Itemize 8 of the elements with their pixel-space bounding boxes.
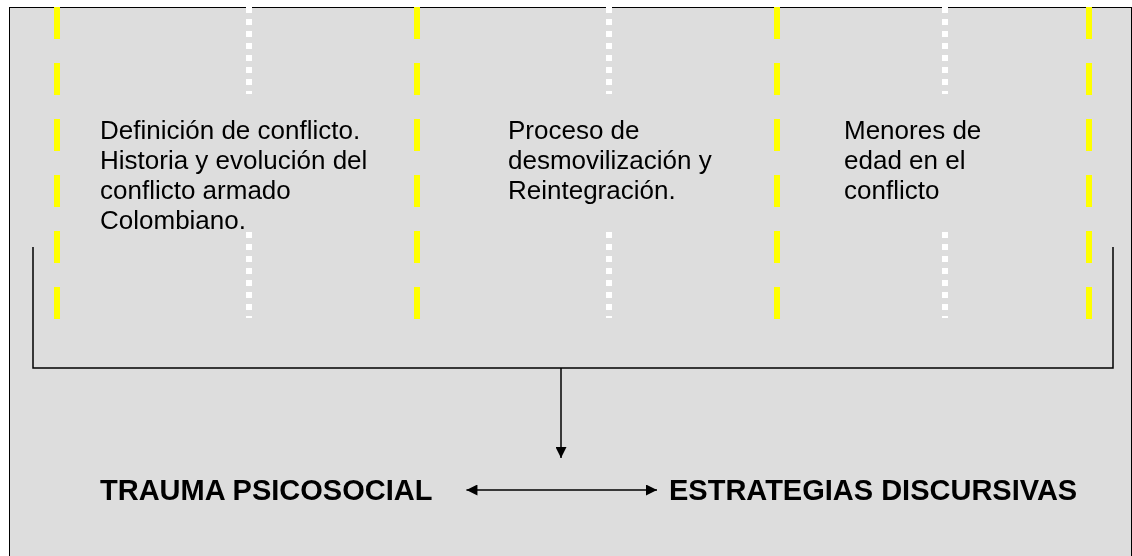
topic-text: Proceso de desmovilización y Reintegración.	[508, 115, 738, 205]
concept-text: TRAUMA PSICOSOCIAL	[100, 473, 433, 507]
arrow	[555, 367, 567, 459]
bracket	[32, 246, 1114, 369]
topic-text: Definición de conflicto. Historia y evolución del conflicto armado Colombiano.	[100, 115, 390, 235]
concept-text: ESTRATEGIAS DISCURSIVAS	[669, 473, 1078, 507]
topic-text: Menores de edad en el conflicto	[844, 115, 1004, 205]
double-arrow	[465, 484, 658, 496]
